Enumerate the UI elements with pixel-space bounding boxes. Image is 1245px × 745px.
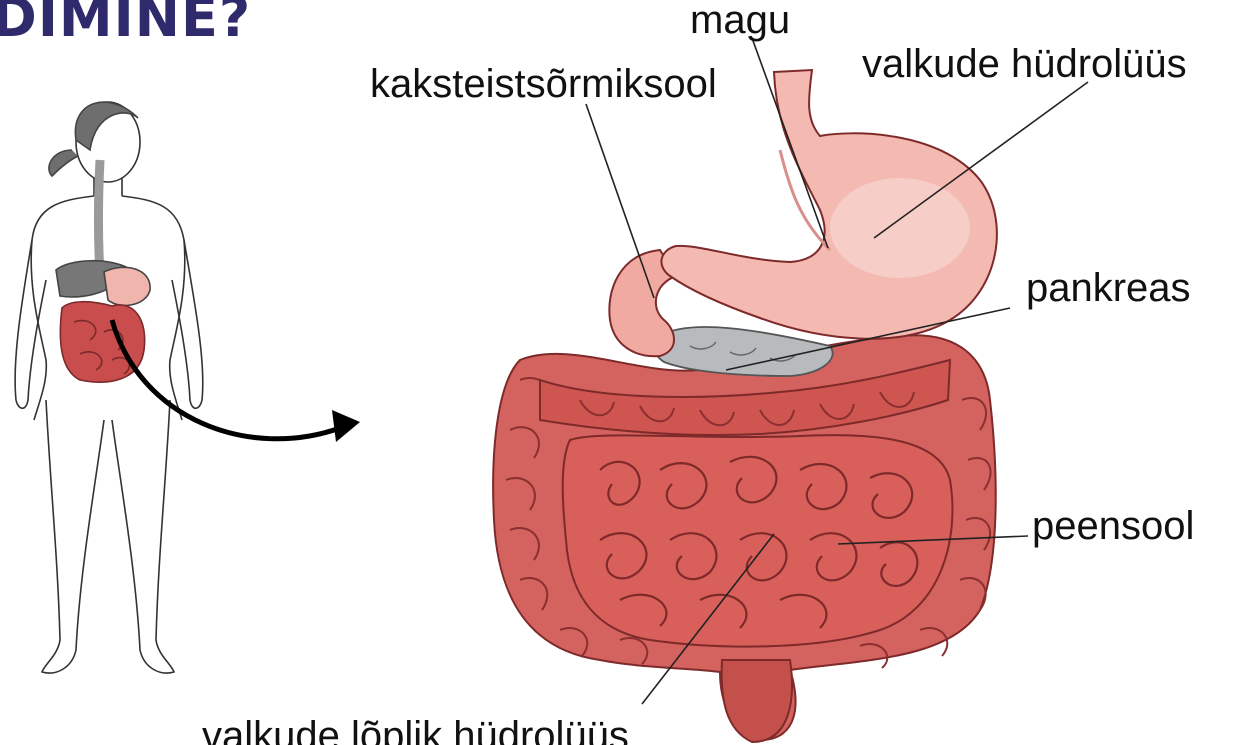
pointer-arrow <box>112 320 340 439</box>
arrow-head <box>332 410 360 442</box>
digestive-organs <box>493 70 997 742</box>
label-small-intestine: peensool <box>1032 506 1194 546</box>
label-pancreas: pankreas <box>1026 268 1191 308</box>
label-magu: magu <box>690 0 790 40</box>
label-protein-hydrolysis: valkude hüdrolüüs <box>862 44 1187 84</box>
label-final-hydrolysis: valkude lõplik hüdrolüüs <box>202 716 629 745</box>
pancreas-shape <box>654 327 832 376</box>
human-figure <box>15 102 203 673</box>
label-duodenum: kaksteistsõrmiksool <box>370 64 717 104</box>
